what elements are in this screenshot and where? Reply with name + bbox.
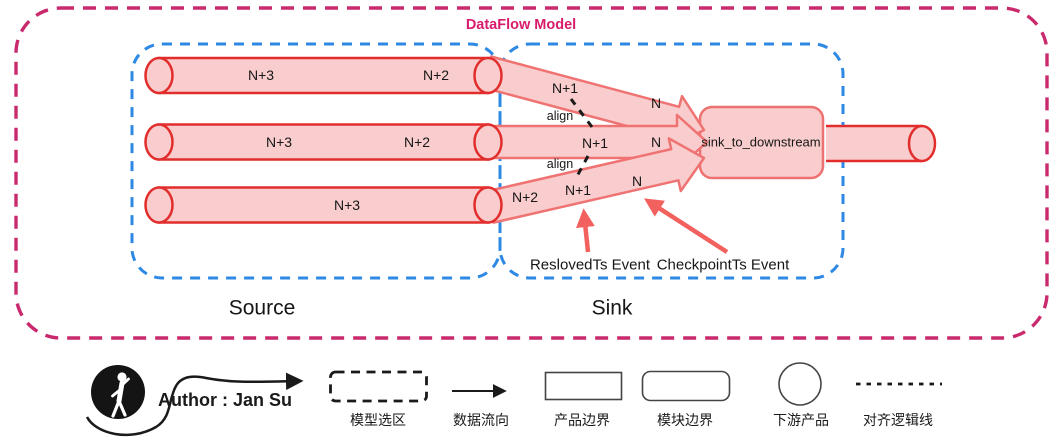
arrow2-label-head: N xyxy=(650,134,662,150)
align-link-1 xyxy=(569,98,597,132)
source-pipe-2 xyxy=(144,123,503,161)
pipe1-label-right: N+2 xyxy=(422,67,450,83)
legend-product-boundary-shape xyxy=(544,371,623,401)
downstream-pipe xyxy=(826,124,937,163)
align-label-2: align xyxy=(546,156,574,171)
author-squiggle-arrow xyxy=(85,372,304,437)
sink-region-label: Sink xyxy=(591,296,633,320)
arrow3-label-mid: N+1 xyxy=(564,182,592,198)
resolvedts-event-arrow xyxy=(576,208,595,253)
legend-downstream-product-shape xyxy=(778,362,822,406)
arrow1-label-head: N xyxy=(650,95,662,111)
author-label: Author : Jan Su xyxy=(158,390,292,410)
legend-label-downstream-product: 下游产品 xyxy=(773,412,829,428)
pipe1-label-left: N+3 xyxy=(247,67,275,83)
arrow1-label-mid: N+1 xyxy=(551,80,579,96)
legend-model-selection-shape xyxy=(329,370,428,403)
model-selection-boundary xyxy=(14,6,1049,340)
diagram-title: DataFlow Model xyxy=(465,16,577,33)
author-logo xyxy=(91,365,145,419)
arrow2-label-mid: N+1 xyxy=(581,135,609,151)
source-region-label: Source xyxy=(228,296,296,320)
legend-label-align-logic-line: 对齐逻辑线 xyxy=(863,412,933,428)
checkpointts-event-arrow xyxy=(644,198,729,254)
source-pipe-1 xyxy=(144,56,503,95)
source-region-boundary xyxy=(130,42,502,280)
sink-to-downstream-label: sink_to_downstream xyxy=(701,134,821,150)
checkpointts-event-label: CheckpointTs Event xyxy=(656,256,790,274)
pipe2-label-left: N+3 xyxy=(265,134,293,150)
legend-label-dataflow-direction: 数据流向 xyxy=(453,412,509,428)
arrow3-label-head: N xyxy=(631,173,643,189)
pipe2-label-right: N+2 xyxy=(403,134,431,150)
align-label-1: align xyxy=(546,108,574,123)
flow-arrow-3 xyxy=(485,137,706,224)
resolvedts-event-label: ReslovedTs Event xyxy=(529,256,651,274)
source-pipe-3 xyxy=(144,186,503,224)
align-link-2 xyxy=(573,155,590,181)
legend-label-module-boundary: 模块边界 xyxy=(657,412,713,428)
legend-label-model-selection: 模型选区 xyxy=(350,412,406,428)
legend-module-boundary-shape xyxy=(641,370,731,402)
arrow3-label-tail: N+2 xyxy=(511,189,539,205)
legend-label-product-boundary: 产品边界 xyxy=(554,412,610,428)
pipe3-label-left: N+3 xyxy=(333,197,361,213)
